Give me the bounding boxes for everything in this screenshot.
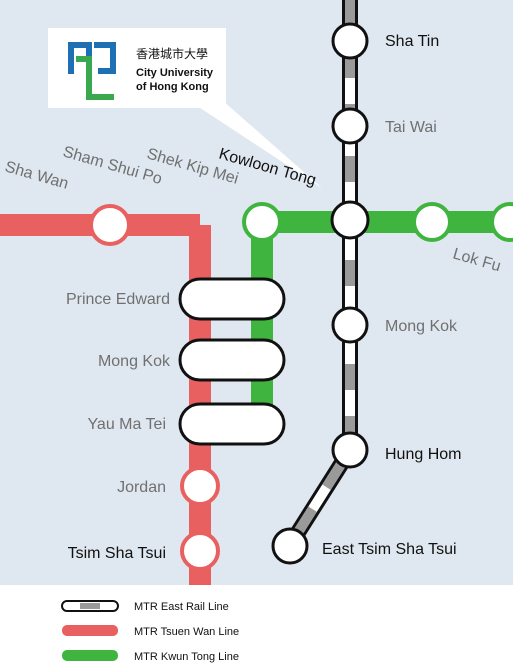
station-yau-ma-tei[interactable]: [178, 402, 286, 446]
station-sham-shui-po[interactable]: [89, 204, 131, 246]
logo-english-line2: of Hong Kong: [136, 81, 209, 93]
station-mong-kok[interactable]: [178, 338, 286, 382]
label-east-tsim-sha-tsui: East Tsim Sha Tsui: [322, 541, 457, 558]
station-lok-fu[interactable]: [412, 202, 452, 242]
logo-callout-pointer: [188, 100, 322, 188]
legend-tsuen-wan-swatch: [62, 625, 118, 636]
cityu-logo-icon: [68, 42, 116, 100]
legend-kwun-tong-swatch: [62, 650, 118, 661]
station-shek-kip-mei[interactable]: [242, 202, 282, 242]
label-prince-edward: Prince Edward: [66, 291, 170, 308]
station-tsim-sha-tsui[interactable]: [180, 531, 220, 571]
legend: MTR East Rail Line MTR Tsuen Wan Line MT…: [61, 600, 239, 663]
legend-east-rail-dash: [80, 603, 100, 609]
logo-chinese-name: 香港城市大學: [136, 46, 208, 61]
station-jordan[interactable]: [180, 466, 220, 506]
station-prince-edward[interactable]: [178, 277, 286, 321]
label-tsim-sha-tsui: Tsim Sha Tsui: [68, 545, 166, 562]
station-tai-wai[interactable]: [331, 107, 369, 145]
label-mong-kok: Mong Kok: [98, 353, 171, 370]
legend-tsuen-wan-label: MTR Tsuen Wan Line: [134, 626, 239, 638]
label-jordan: Jordan: [117, 479, 166, 496]
station-east-tsim-sha-tsui[interactable]: [271, 527, 309, 565]
label-yau-ma-tei: Yau Ma Tei: [87, 416, 166, 433]
station-kowloon-tong[interactable]: [330, 200, 370, 240]
legend-kwun-tong-label: MTR Kwun Tong Line: [134, 651, 239, 663]
station-mong-kok-east[interactable]: [331, 306, 369, 344]
label-tai-wai: Tai Wai: [385, 119, 437, 136]
label-mong-kok-east: Mong Kok: [385, 318, 458, 335]
label-hung-hom: Hung Hom: [385, 446, 461, 463]
station-next-east[interactable]: [490, 202, 513, 242]
logo-english-line1: City University: [136, 67, 214, 79]
legend-east-rail-label: MTR East Rail Line: [134, 601, 229, 613]
logo-box: [48, 28, 226, 108]
station-hung-hom[interactable]: [331, 431, 369, 469]
label-sha-tin: Sha Tin: [385, 33, 439, 50]
station-sha-tin[interactable]: [331, 22, 369, 60]
